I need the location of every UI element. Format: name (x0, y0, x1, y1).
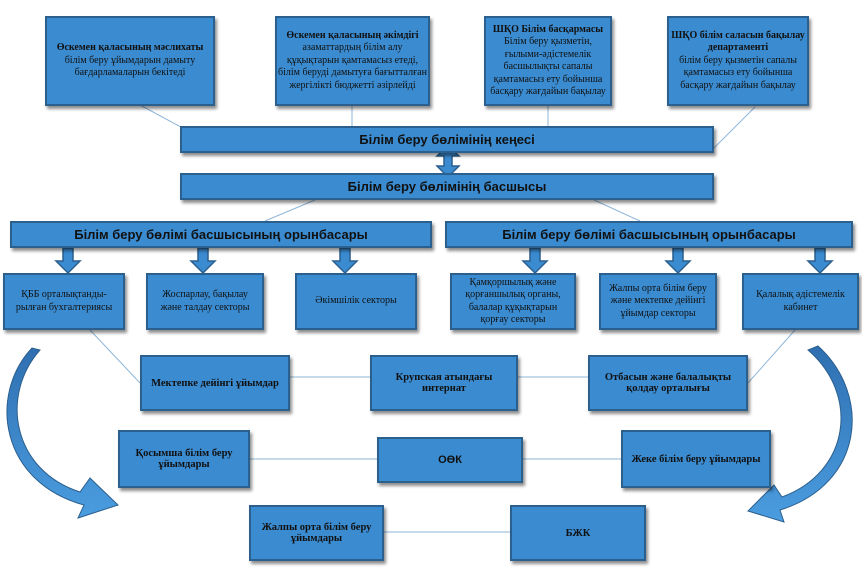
preschool-orgs-box: Мектепке дейінгі ұйымдар (140, 355, 290, 411)
internat-box: Крупская атындағы интернат (370, 355, 518, 411)
sector-box: Жалпы орта білім беру және мектепке дейі… (599, 273, 717, 330)
head-box: Білім беру бөлімінің басшысы (180, 173, 714, 200)
city-akimat-box: Өскемен қаласының әкімдігі азаматтардың … (275, 16, 430, 106)
down-arrow-icon (54, 247, 834, 275)
connector-line (264, 199, 316, 222)
connector-line (593, 199, 641, 222)
box-text: білім беру қызметін сапалы қамтамасыз ет… (679, 54, 797, 91)
connector-line (711, 106, 756, 151)
bzhk-box: БЖК (510, 505, 646, 561)
ook-box: ОӨК (377, 437, 523, 483)
additional-education-orgs-box: Қосымша білім беру ұйымдары (118, 430, 250, 488)
box-title: ШҚО білім саласын бақылау департаменті (671, 29, 805, 54)
box-text: білім беру ұйымдарын дамыту бағдарламала… (64, 54, 196, 79)
sector-box: Жоспарлау, бақылау және талдау секторы (146, 273, 264, 330)
general-secondary-orgs-box: Жалпы орта білім беру ұйымдары (249, 505, 384, 561)
box-text: азаматтардың білім алу құқықтарын қамтам… (278, 42, 427, 91)
education-department-box: ШҚО Білім басқармасы Білім беру қызметін… (484, 16, 612, 106)
deputy-box-right: Білім беру бөлімі басшысының орынбасары (445, 221, 853, 248)
box-title: Өскемен қаласының мәслихаты (56, 42, 204, 54)
council-box: Білім беру бөлімінің кеңесі (180, 126, 714, 153)
family-support-center-box: Отбасын және балалықты қолдау орталығы (588, 355, 748, 411)
connector-line (747, 329, 796, 384)
city-maslikhat-box: Өскемен қаласының мәслихаты білім беру ұ… (45, 16, 215, 106)
deputy-box-left: Білім беру бөлімі басшысының орынбасары (10, 221, 432, 248)
right-curved-arrow-icon (747, 345, 853, 523)
box-title: Өскемен қаласының әкімдігі (286, 29, 419, 41)
box-title: ШҚО Білім басқармасы (492, 23, 604, 35)
quality-control-department-box: ШҚО білім саласын бақылау департаменті б… (667, 16, 809, 106)
sector-box: Қалалық әдістемелік кабинет (742, 273, 859, 330)
private-education-orgs-box: Жеке білім беру ұйымдары (621, 430, 771, 488)
connector-line (89, 329, 141, 384)
sector-box: ҚББ орталықтанды-рылған бухгалтериясы (3, 273, 125, 330)
sector-box: Әкімшілік секторы (295, 273, 417, 330)
left-curved-arrow-icon (6, 347, 119, 519)
box-text: Білім беру қызметін, ғылыми-әдістемелік … (490, 36, 606, 97)
sector-box: Қамқоршылық және қорғаншылық органы, бал… (450, 273, 576, 330)
